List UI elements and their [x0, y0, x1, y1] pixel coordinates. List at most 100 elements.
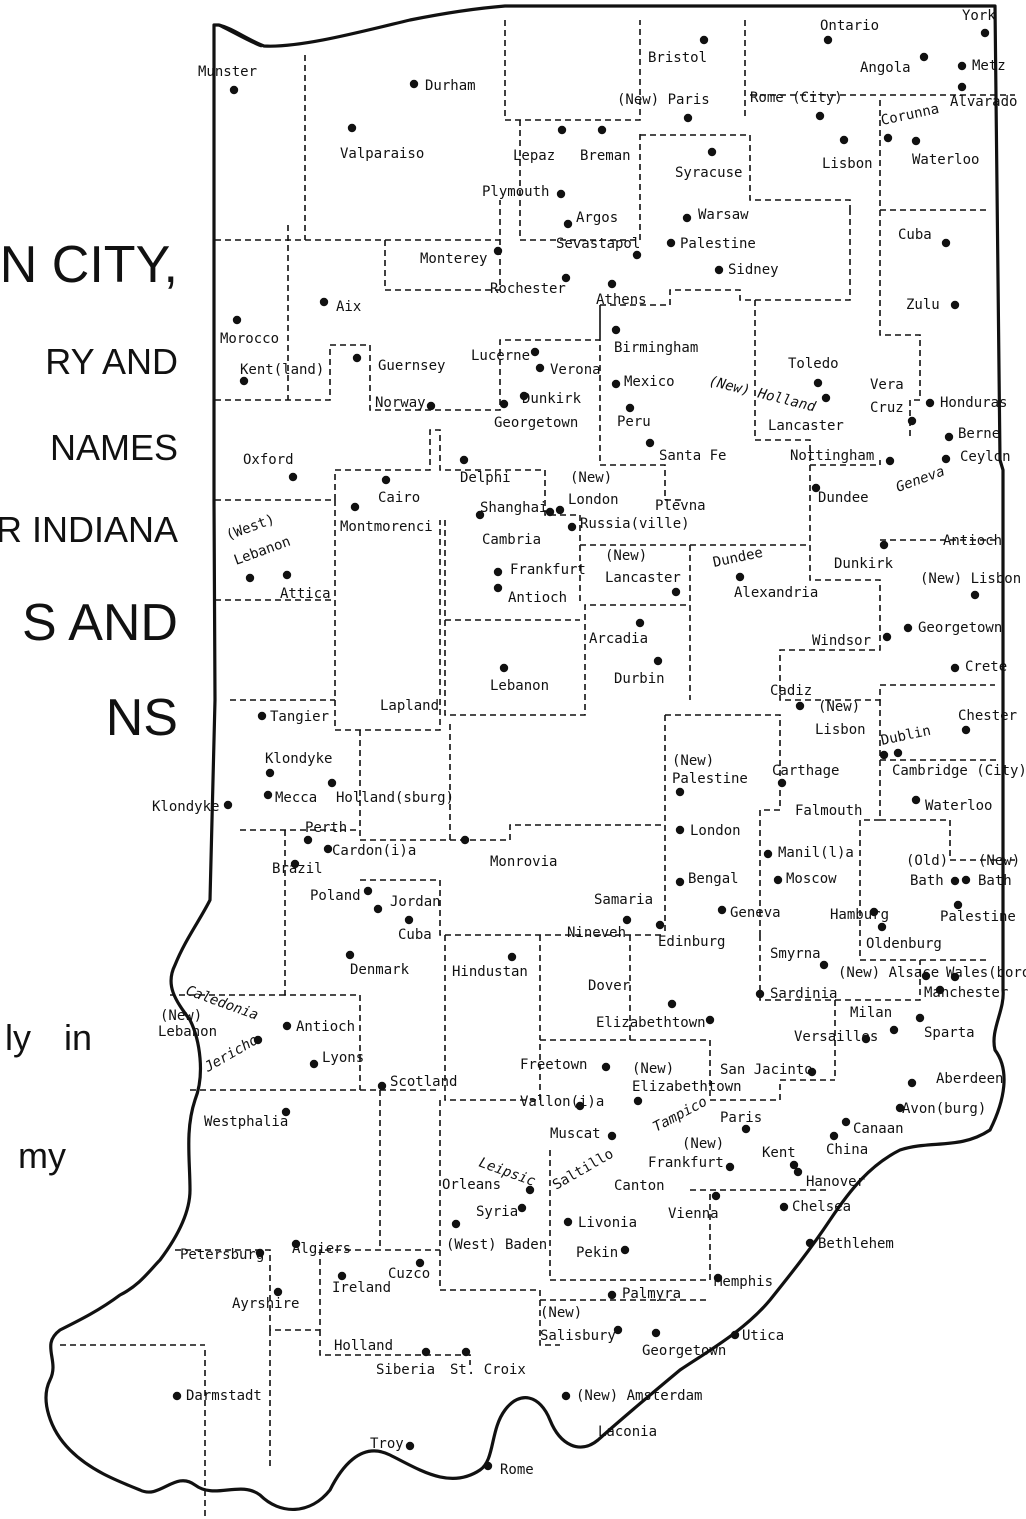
town-dot — [350, 502, 360, 512]
town-label: Cairo — [378, 490, 420, 506]
town-label: Rochester — [490, 281, 566, 297]
town-dot — [459, 455, 469, 465]
town-label: Oxford — [243, 452, 294, 468]
town-dot — [291, 1239, 301, 1249]
town-dot — [373, 904, 383, 914]
town-label: (New) — [682, 1136, 724, 1152]
town-dot — [815, 111, 825, 121]
town-dot — [288, 472, 298, 482]
town-label: Sevastapol — [556, 236, 640, 252]
town-label: Rome — [500, 1462, 534, 1478]
town-dot — [877, 922, 887, 932]
town-dot — [961, 725, 971, 735]
town-label: Holland — [334, 1338, 393, 1354]
town-label: Vienna — [668, 1206, 719, 1222]
town-dot — [517, 1203, 527, 1213]
town-label: (West) Baden — [446, 1237, 547, 1253]
town-dot — [303, 835, 313, 845]
town-label: Lancaster — [605, 570, 681, 586]
town-label: Arcadia — [589, 631, 648, 647]
town-label: Nineveh — [567, 925, 626, 941]
town-dot — [950, 663, 960, 673]
town-label: Klondyke — [152, 799, 219, 815]
town-label: Avon(burg) — [902, 1101, 986, 1117]
town-dot — [793, 1167, 803, 1177]
town-label: Angola — [860, 60, 911, 76]
town-label: Lucerne — [471, 348, 530, 364]
town-dot — [493, 246, 503, 256]
town-dot — [620, 1245, 630, 1255]
town-label: Lepaz — [513, 148, 555, 164]
town-label: Waterloo — [912, 152, 979, 168]
town-label: Hindustan — [452, 964, 528, 980]
town-label: Muscat — [550, 1126, 601, 1142]
town-label: Frankfurt — [648, 1155, 724, 1171]
town-label: Alvarado — [950, 94, 1017, 110]
town-label: Pekin — [576, 1245, 618, 1261]
town-label: San Jacinto — [720, 1062, 813, 1078]
town-label: Bethlehem — [818, 1236, 894, 1252]
town-label: Monrovia — [490, 854, 557, 870]
town-label: Orleans — [442, 1177, 501, 1193]
town-dot — [499, 663, 509, 673]
town-label: Rome (City) — [750, 90, 843, 106]
town-label: Munster — [198, 64, 257, 80]
town-label: (Old) — [906, 853, 948, 869]
town-dot — [653, 656, 663, 666]
town-label: Westphalia — [204, 1114, 288, 1130]
town-label: Zulu — [906, 297, 940, 313]
town-label: Morocco — [220, 331, 279, 347]
town-dot — [337, 1271, 347, 1281]
town-dot — [347, 123, 357, 133]
town-dot — [779, 1202, 789, 1212]
town-dot — [885, 456, 895, 466]
town-label: Dover — [588, 978, 630, 994]
town-dot — [263, 790, 273, 800]
town-label: Georgetown — [642, 1343, 726, 1359]
town-label: (New) Amsterdam — [576, 1388, 702, 1404]
town-dot — [633, 1096, 643, 1106]
town-dot — [635, 618, 645, 628]
town-dot — [777, 778, 787, 788]
town-label: Ontario — [820, 18, 879, 34]
town-label: (New) — [818, 699, 860, 715]
town-dot — [805, 1238, 815, 1248]
town-label: Chester — [958, 708, 1017, 724]
town-dot — [911, 136, 921, 146]
town-dot — [713, 1273, 723, 1283]
town-label: Frankfurt — [510, 562, 586, 578]
town-dot — [941, 238, 951, 248]
town-label: Bath — [978, 873, 1012, 889]
town-label: Norway — [375, 395, 426, 411]
town-label: Laconia — [598, 1424, 657, 1440]
town-dot — [950, 972, 960, 982]
town-label: (New) — [672, 753, 714, 769]
town-dot — [889, 1025, 899, 1035]
town-label: Hamburg — [830, 907, 889, 923]
town-dot — [941, 454, 951, 464]
town-dot — [907, 416, 917, 426]
town-label: Freetown — [520, 1057, 587, 1073]
town-dot — [567, 522, 577, 532]
town-dot — [821, 393, 831, 403]
town-label: Dublin — [880, 723, 933, 749]
town-dot — [895, 1103, 905, 1113]
town-dot — [893, 748, 903, 758]
town-label: China — [826, 1142, 868, 1158]
county-line — [170, 935, 921, 1301]
town-dot — [819, 960, 829, 970]
town-dot — [597, 125, 607, 135]
town-label: (New) — [605, 548, 647, 564]
town-dot — [953, 900, 963, 910]
heading-fragment: GN CITY, — [0, 236, 178, 294]
town-label: Syria — [476, 1204, 518, 1220]
town-label: (West) — [224, 511, 277, 543]
town-label: Corunna — [880, 101, 941, 129]
town-label: Plymouth — [482, 184, 549, 200]
town-dot — [613, 1325, 623, 1335]
town-dot — [957, 82, 967, 92]
town-dot — [957, 61, 967, 71]
town-dot — [475, 510, 485, 520]
heading-fragment: OR INDIANA — [0, 509, 178, 550]
